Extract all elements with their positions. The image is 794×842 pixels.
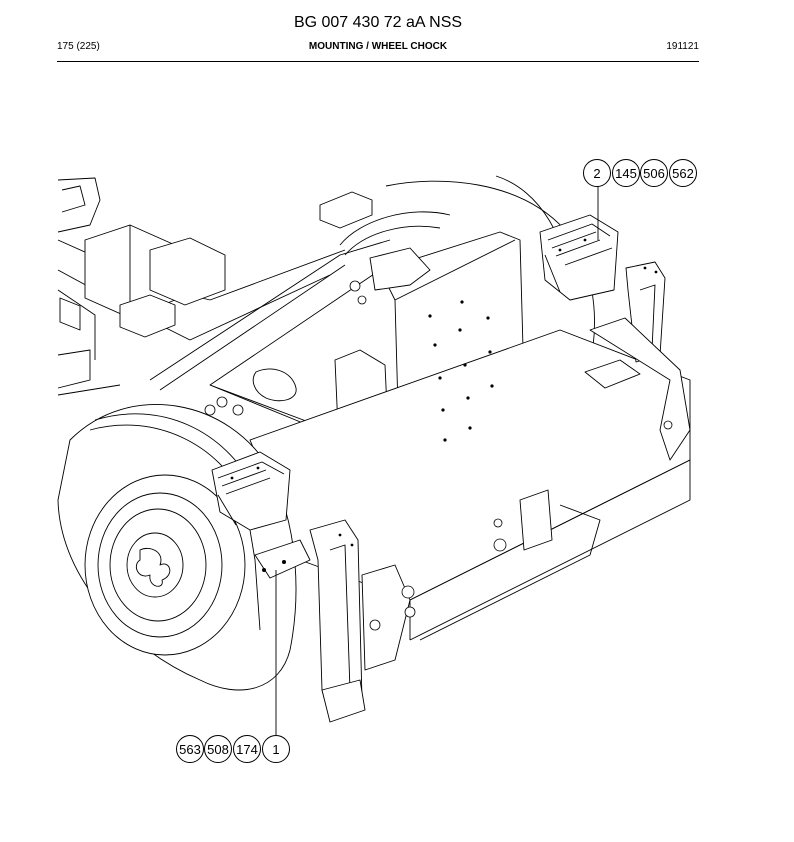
callout-bubble: 506	[640, 159, 668, 187]
callout-label: 506	[643, 166, 665, 181]
callout-label: 174	[236, 742, 258, 757]
callout-label: 145	[615, 166, 637, 181]
page-header: 175 (225) MOUNTING / WHEEL CHOCK 191121	[57, 41, 699, 55]
callout-group-bottom-left: 563 508 174 1	[176, 735, 290, 763]
callout-bubble: 1	[262, 735, 290, 763]
callout-bubble: 563	[176, 735, 204, 763]
callout-label: 508	[207, 742, 229, 757]
callout-bubble: 562	[669, 159, 697, 187]
drawing-linework	[57, 175, 691, 723]
callout-group-top-right: 2 145 506 562	[583, 159, 697, 187]
callout-label: 1	[272, 742, 279, 757]
callout-bubble: 174	[233, 735, 261, 763]
callout-bubble: 508	[204, 735, 232, 763]
document-number: BG 007 430 72 aA NSS	[293, 14, 463, 31]
section-title: MOUNTING / WHEEL CHOCK	[308, 41, 448, 52]
page-count: 175 (225)	[57, 41, 100, 52]
header-divider	[57, 61, 699, 62]
callout-label: 563	[179, 742, 201, 757]
callout-label: 2	[593, 166, 600, 181]
callout-bubble: 2	[583, 159, 611, 187]
callout-bubble: 145	[612, 159, 640, 187]
callout-label: 562	[672, 166, 694, 181]
date-code: 191121	[666, 41, 699, 52]
